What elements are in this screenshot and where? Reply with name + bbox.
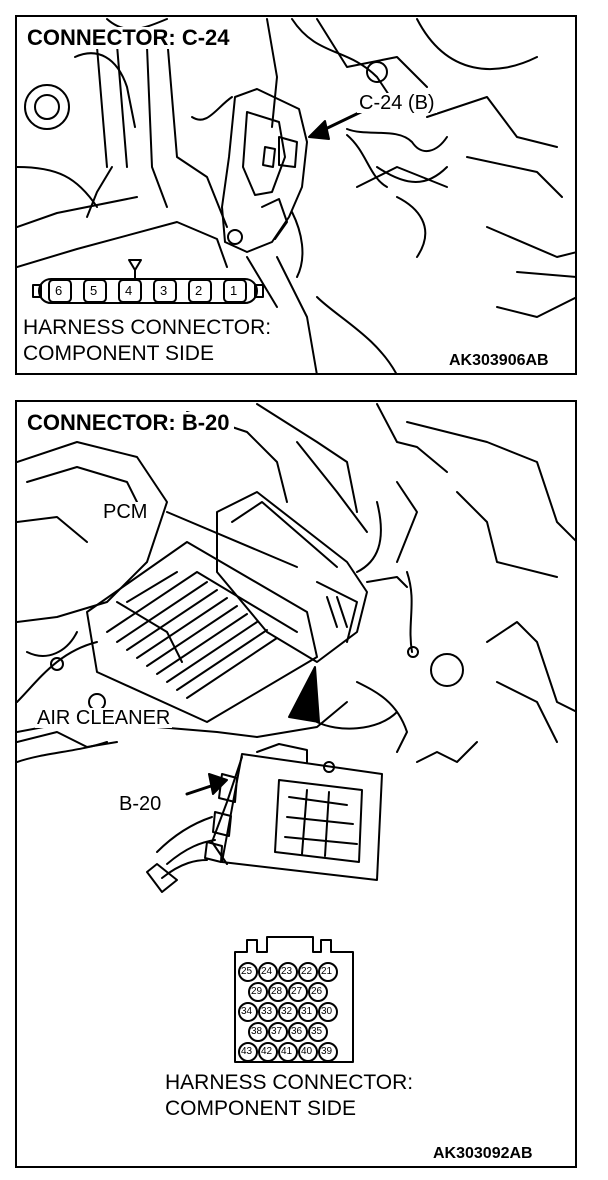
b20-pin-label: 29: [251, 986, 263, 997]
connector-b20-panel: CONNECTOR: B-20 PCM AIR CLEANER B-20 25 …: [15, 400, 577, 1168]
c24-title: CONNECTOR: C-24: [23, 27, 234, 49]
b20-pin-label: 23: [281, 966, 293, 977]
b20-pin-label: 24: [261, 966, 273, 977]
b20-pin-label: 37: [271, 1026, 283, 1037]
b20-pin-label: 32: [281, 1006, 293, 1017]
b20-pin-label: 35: [311, 1026, 323, 1037]
pcm-label: PCM: [101, 501, 150, 523]
b20-pin-label: 41: [281, 1046, 293, 1057]
b20-figure-code: AK303092AB: [433, 1145, 533, 1162]
c24-figure-code: AK303906AB: [449, 352, 549, 369]
c24-callout-label: C-24 (B): [357, 92, 437, 114]
b20-pin-label: 38: [251, 1026, 263, 1037]
b20-pin-label: 25: [241, 966, 253, 977]
c24-pin-label: 1: [230, 283, 238, 298]
b20-pin-label: 36: [291, 1026, 303, 1037]
b20-pin-label: 26: [311, 986, 323, 997]
b20-pin-label: 33: [261, 1006, 273, 1017]
c24-pin-label: 5: [90, 283, 98, 298]
b20-pin-label: 43: [241, 1046, 253, 1057]
c24-pin-label: 6: [55, 283, 63, 298]
b20-engine-illustration: [17, 403, 575, 1063]
b20-caption: HARNESS CONNECTOR: COMPONENT SIDE: [163, 1070, 416, 1122]
b20-pin-diagram: [234, 936, 354, 1063]
b20-pin-label: 42: [261, 1046, 273, 1057]
c24-pin-label: 3: [160, 283, 168, 298]
b20-pin-label: 27: [291, 986, 303, 997]
connector-c24-panel: CONNECTOR: C-24 C-24 (B) 6 5 4 3 2 1 HAR…: [15, 15, 577, 375]
b20-pin-label: 31: [301, 1006, 313, 1017]
b20-pin-label: 39: [321, 1046, 333, 1057]
b20-callout-label: B-20: [117, 793, 164, 815]
b20-pin-label: 40: [301, 1046, 313, 1057]
b20-pin-label: 34: [241, 1006, 253, 1017]
b20-title: CONNECTOR: B-20: [23, 412, 234, 434]
b20-pin-label: 28: [271, 986, 283, 997]
b20-pin-label: 30: [321, 1006, 333, 1017]
c24-pin-label: 2: [195, 283, 203, 298]
b20-pin-label: 21: [321, 966, 333, 977]
c24-engine-illustration: [17, 18, 575, 373]
b20-pin-label: 22: [301, 966, 313, 977]
c24-pin-diagram: [32, 259, 264, 304]
c24-caption: HARNESS CONNECTOR: COMPONENT SIDE: [21, 315, 274, 367]
c24-pin-label: 4: [125, 283, 133, 298]
air-cleaner-label: AIR CLEANER: [35, 707, 173, 729]
